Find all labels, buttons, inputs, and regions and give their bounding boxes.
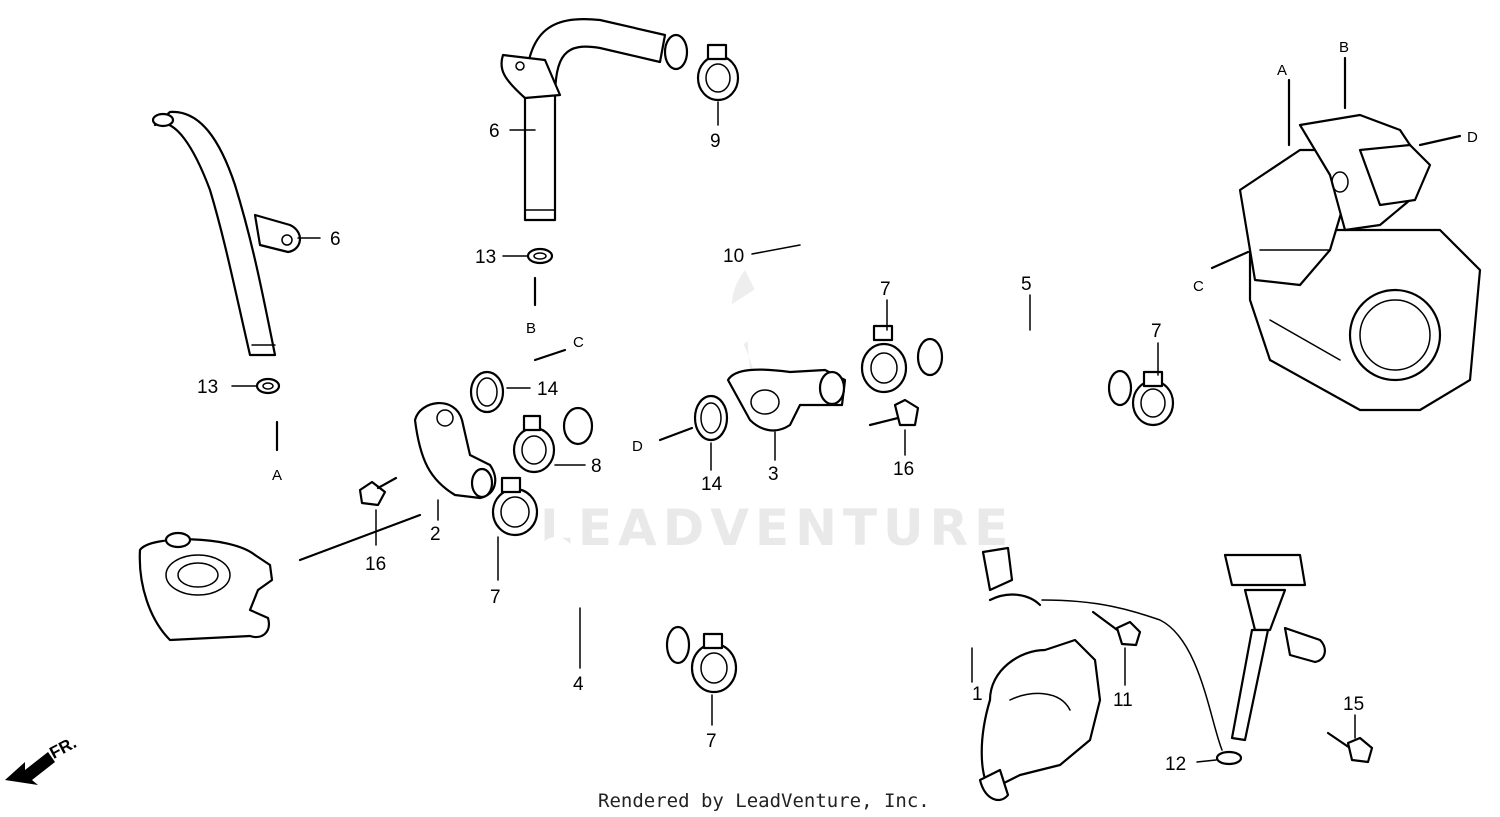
callout-10: 10: [723, 246, 744, 267]
flange-joint-3: [726, 368, 847, 432]
callout-6-left: 6: [330, 229, 341, 250]
callout-11: 11: [1113, 690, 1133, 711]
clamp-7-mid: [860, 324, 908, 394]
pipe-6-left: [151, 110, 301, 357]
callout-3: 3: [768, 464, 779, 485]
callout-2: 2: [430, 524, 441, 545]
ref-c-engine: C: [1193, 278, 1204, 295]
clamp-9: [696, 43, 740, 102]
callout-7-left: 7: [490, 587, 501, 608]
engine-illustration: [1238, 113, 1482, 412]
clamp-8: [512, 414, 556, 474]
bolt-16-right: [868, 398, 920, 427]
hose-4: [538, 537, 694, 665]
o-ring-13-lower: [255, 377, 281, 395]
pipe-1: [739, 413, 1326, 742]
hose-5: [915, 314, 1135, 407]
ref-b-engine: B: [1339, 39, 1349, 56]
callout-7-mid: 7: [880, 279, 891, 300]
callout-14-c: 14: [537, 379, 559, 400]
callout-12: 12: [1165, 754, 1186, 775]
callout-1: 1: [972, 684, 983, 705]
ref-a-pipe: A: [272, 467, 282, 484]
callout-5: 5: [1021, 274, 1032, 295]
leader-lines: [231, 56, 1462, 763]
thermostat-housing: [138, 531, 274, 642]
ref-d-engine: D: [1467, 129, 1478, 146]
hose-10: [555, 80, 882, 446]
clamp-7-bottom: [690, 632, 738, 694]
callout-7-bottom: 7: [706, 731, 717, 752]
callout-16-right: 16: [893, 459, 914, 480]
ref-c-ring: C: [573, 334, 584, 351]
ref-d-ring: D: [632, 438, 643, 455]
callout-7-right: 7: [1151, 321, 1162, 342]
callout-16-left: 16: [365, 554, 386, 575]
o-ring-14-c: [469, 370, 505, 414]
clamp-7-left: [491, 476, 539, 537]
callout-labels: 1 2 3 4 5 6 6 7 7 7 7 8 9 10 11 12 13 13…: [197, 121, 1364, 775]
ref-a-engine: A: [1277, 62, 1287, 79]
o-ring-13-upper: [526, 247, 554, 265]
callout-4: 4: [573, 674, 584, 695]
washer-12: [1215, 750, 1243, 766]
bolt-15: [1326, 731, 1374, 764]
bolt-11: [1091, 610, 1142, 647]
reference-letters: A B C D A B C D: [272, 39, 1478, 484]
callout-8: 8: [591, 456, 602, 477]
pipe-6-upper: [500, 18, 689, 222]
callout-13-lower: 13: [197, 377, 218, 398]
render-credit: Rendered by LeadVenture, Inc.: [598, 790, 930, 812]
o-ring-14-d: [693, 394, 729, 442]
callout-9: 9: [710, 131, 721, 152]
callout-15: 15: [1343, 694, 1364, 715]
clamp-7-right: [1131, 370, 1175, 427]
callout-6-upper: 6: [489, 121, 500, 142]
bolt-16-left: [358, 476, 398, 507]
callout-14-d: 14: [701, 474, 723, 495]
watermark-text: LEADVENTURE: [540, 499, 1014, 557]
callout-13-upper: 13: [475, 247, 496, 268]
elbow-joint-2: [413, 402, 497, 500]
ref-b-pipe: B: [526, 320, 536, 337]
front-direction-arrow: FR.: [5, 733, 80, 785]
water-pump-cover: [978, 638, 1102, 802]
